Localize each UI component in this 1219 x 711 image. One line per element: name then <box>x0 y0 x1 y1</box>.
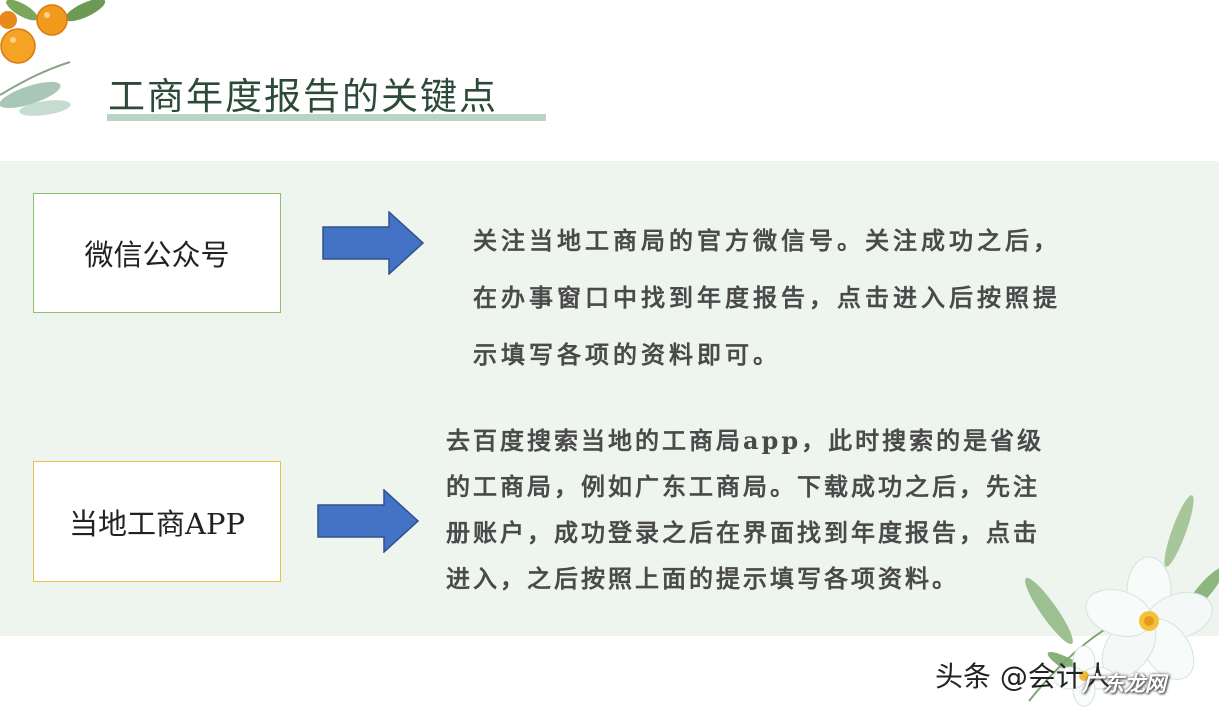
white-flower-decoration <box>1025 495 1219 707</box>
title-underline <box>107 114 546 121</box>
local-app-label-box: 当地工商APP <box>33 461 281 582</box>
watermark-overlay: 广东龙网 <box>1082 672 1166 696</box>
orange-branch-decoration <box>0 0 106 116</box>
wechat-description: 关注当地工商局的官方微信号。关注成功之后，在办事窗口中找到年度报告，点击进入后按… <box>473 226 1061 369</box>
blue-arrow-icon <box>322 211 424 275</box>
watermark-text: 头条 @会计人 <box>935 660 1112 693</box>
page-title: 工商年度报告的关键点 <box>108 75 498 118</box>
wechat-label: 微信公众号 <box>84 238 230 272</box>
blue-arrow-icon <box>317 489 419 553</box>
wechat-label-box: 微信公众号 <box>33 193 281 313</box>
local-app-label: 当地工商APP <box>69 506 245 541</box>
local-app-description: 去百度搜索当地的工商局app，此时搜索的是省级的工商局，例如广东工商局。下载成功… <box>446 426 1045 593</box>
